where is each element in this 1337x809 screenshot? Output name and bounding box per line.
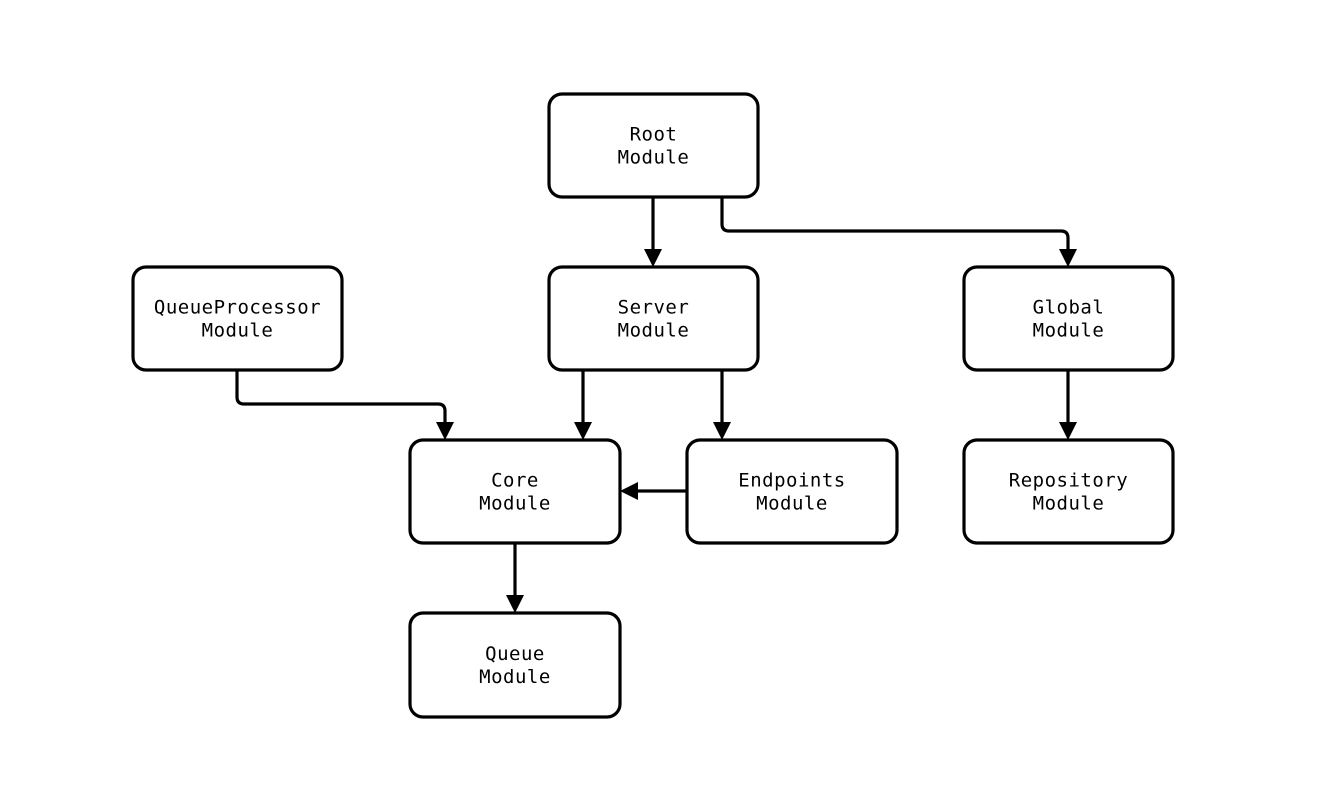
edge-root-to-server	[644, 197, 662, 267]
node-box[interactable]	[408, 438, 622, 545]
edge-server-to-core	[574, 370, 592, 440]
node-box[interactable]	[408, 611, 622, 719]
node-box[interactable]	[547, 92, 760, 199]
edge-line	[720, 197, 1070, 252]
node-box[interactable]	[685, 438, 899, 545]
node-box[interactable]	[131, 265, 344, 372]
arrowhead-icon	[1059, 249, 1077, 267]
node-label-line2: Module	[479, 666, 551, 688]
node-label-line2: Module	[202, 319, 274, 341]
edge-global-to-repository	[1059, 370, 1077, 440]
edge-core-to-queue	[506, 543, 524, 613]
edge-server-to-endpoints	[713, 370, 731, 440]
node-label-line2: Module	[618, 146, 690, 168]
node-label-line1: Endpoints	[738, 469, 845, 491]
node-label-line1: Root	[630, 123, 678, 145]
arrowhead-icon	[574, 422, 592, 440]
node-label-line1: QueueProcessor	[154, 296, 321, 318]
node-box[interactable]	[962, 438, 1175, 545]
edge-root-to-global	[720, 197, 1077, 267]
edge-queueprocessor-to-core	[235, 370, 454, 440]
arrowhead-icon	[713, 422, 731, 440]
node-label-line2: Module	[479, 492, 551, 514]
node-label-line1: Core	[491, 469, 539, 491]
arrowhead-icon	[436, 422, 454, 440]
node-box[interactable]	[962, 265, 1175, 372]
node-label-line2: Module	[618, 319, 690, 341]
node-label-line1: Queue	[485, 643, 545, 665]
edge-layer	[235, 197, 1077, 613]
node-label-line1: Server	[618, 296, 690, 318]
arrowhead-icon	[644, 249, 662, 267]
node-label-line1: Repository	[1009, 469, 1128, 491]
node-label-line1: Global	[1033, 296, 1105, 318]
node-label-line2: Module	[1033, 492, 1105, 514]
edge-endpoints-to-core	[620, 482, 687, 500]
node-label-line2: Module	[1033, 319, 1105, 341]
arrowhead-icon	[1059, 422, 1077, 440]
edge-line	[235, 370, 447, 425]
node-label-line2: Module	[756, 492, 828, 514]
arrowhead-icon	[620, 482, 638, 500]
arrowhead-icon	[506, 595, 524, 613]
node-box[interactable]	[547, 265, 760, 372]
